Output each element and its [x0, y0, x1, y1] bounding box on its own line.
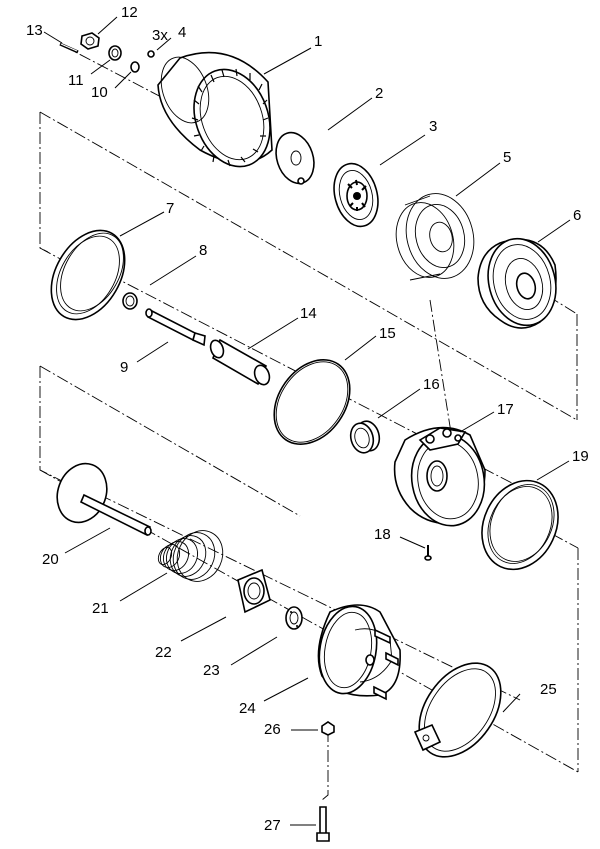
callout-18: 18 [374, 526, 391, 543]
part-21-spring [157, 530, 224, 582]
callout-12: 12 [121, 4, 138, 21]
callout-22: 22 [155, 644, 172, 661]
part-10-o-ring [130, 61, 140, 73]
part-17-cylinder-body [393, 426, 486, 527]
callout-21: 21 [92, 600, 109, 617]
callout-20: 20 [42, 551, 59, 568]
callout-27: 27 [264, 817, 281, 834]
callout-11: 11 [68, 72, 84, 89]
part-11-washer [108, 45, 122, 61]
callout-1: 1 [314, 33, 322, 50]
callout-23: 23 [203, 662, 220, 679]
part-25-clamp-band [413, 662, 502, 758]
callout-6: 6 [573, 207, 581, 224]
callout-19: 19 [572, 448, 589, 465]
callout-4-qty: 3x [152, 27, 168, 44]
callout-8: 8 [199, 242, 207, 259]
part-23-washer [285, 606, 303, 630]
part-26-nut [321, 721, 335, 736]
part-2-plate [275, 131, 315, 185]
callout-labels: 12 13 3x 4 11 10 1 2 3 5 6 7 8 9 14 15 1… [26, 4, 589, 834]
callout-16: 16 [423, 376, 440, 393]
part-20-piston-rod [56, 462, 152, 537]
part-3-gear-disc [333, 162, 379, 228]
part-18-screw [424, 545, 432, 561]
callout-25: 25 [540, 681, 557, 698]
callout-14: 14 [300, 305, 317, 322]
part-4-screw [147, 50, 155, 58]
part-6-pulley [477, 237, 557, 329]
callout-10: 10 [91, 84, 108, 101]
part-19-ring [481, 479, 559, 571]
callout-9: 9 [120, 359, 128, 376]
part-15-o-ring [273, 359, 351, 445]
part-5-pulley [395, 193, 475, 281]
callout-13: 13 [26, 22, 43, 39]
callout-3: 3 [429, 118, 437, 135]
callout-17: 17 [497, 401, 514, 418]
callout-7: 7 [166, 200, 174, 217]
callout-4: 4 [178, 24, 186, 41]
part-13-pin [59, 42, 79, 54]
part-16-bushing [349, 420, 381, 454]
leader-lines [43, 16, 571, 826]
callout-15: 15 [379, 325, 396, 342]
part-24-end-cap [317, 604, 401, 701]
callout-24: 24 [239, 700, 256, 717]
part-27-bolt [316, 806, 330, 842]
part-22-seal-plate [237, 568, 271, 614]
part-8-ring [122, 292, 138, 310]
callout-26: 26 [264, 721, 281, 738]
callout-5: 5 [503, 149, 511, 166]
callout-2: 2 [375, 85, 383, 102]
part-12-nut [80, 32, 100, 50]
part-9-shaft [145, 308, 206, 347]
part-1-housing [157, 51, 273, 168]
part-7-ring [50, 229, 126, 321]
part-14-sleeve [209, 338, 271, 386]
